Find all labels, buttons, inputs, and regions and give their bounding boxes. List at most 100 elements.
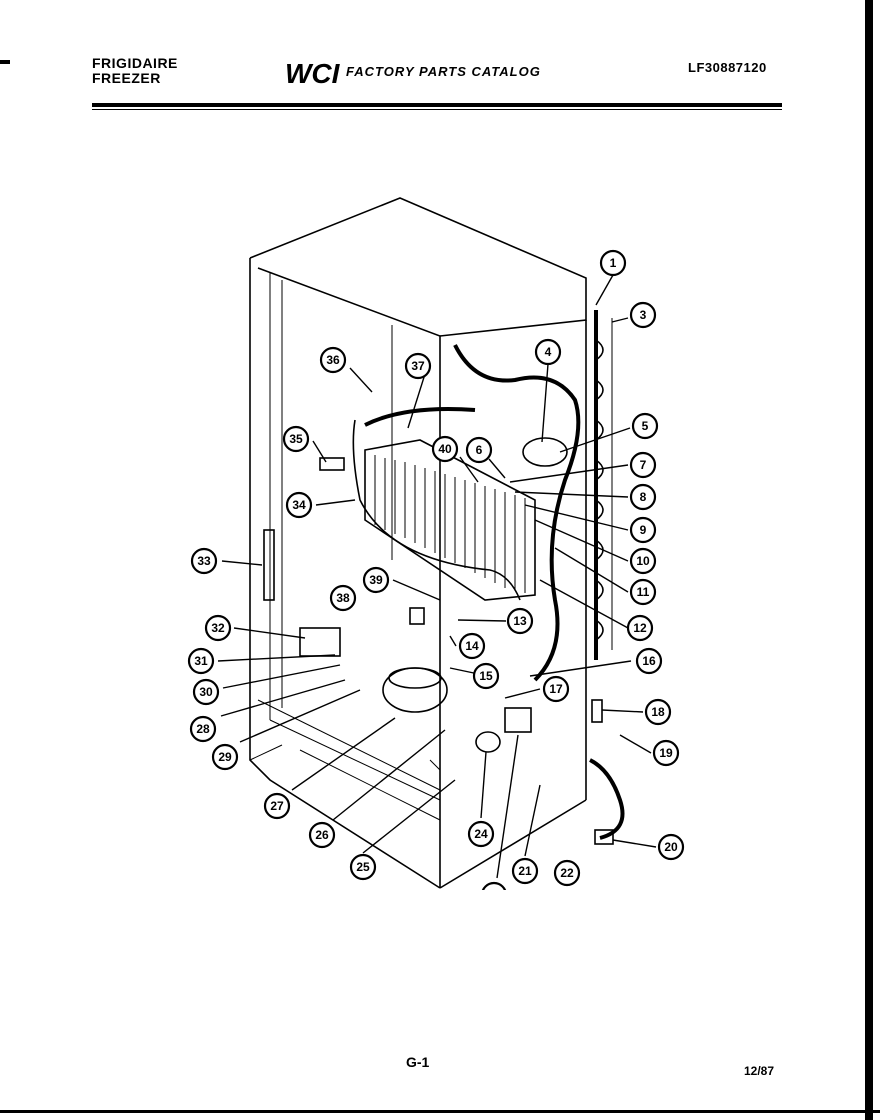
callout-32: 32 [204,614,232,642]
svg-text:26: 26 [315,828,329,842]
svg-text:19: 19 [659,746,673,760]
product-type: FREEZER [92,70,161,86]
defrost-timer [319,457,345,471]
callout-10: 10 [629,547,657,575]
callout-13: 13 [506,607,534,635]
callout-17: 17 [542,675,570,703]
door-hinge [263,529,275,601]
callout-33: 33 [190,547,218,575]
callout-38: 38 [329,584,357,612]
callout-31: 31 [187,647,215,675]
svg-text:30: 30 [199,685,213,699]
svg-text:9: 9 [640,523,647,537]
callout-4: 4 [534,338,562,366]
svg-text:13: 13 [513,614,527,628]
callout-8: 8 [629,483,657,511]
callout-6: 6 [465,436,493,464]
bracket [409,607,425,625]
svg-text:28: 28 [196,722,210,736]
svg-text:24: 24 [474,827,488,841]
svg-text:5: 5 [642,419,649,433]
callout-21: 21 [511,857,539,885]
header-rule-thin [92,109,782,110]
svg-text:38: 38 [336,591,350,605]
svg-text:31: 31 [194,654,208,668]
page-border-bottom [0,1110,880,1113]
callout-1: 1 [599,249,627,277]
callout-9: 9 [629,516,657,544]
callout-40: 40 [431,435,459,463]
catalog-date: 12/87 [744,1064,775,1078]
callout-7: 7 [629,451,657,479]
svg-text:36: 36 [326,353,340,367]
svg-text:17: 17 [549,682,563,696]
cabinet-outline [249,197,587,889]
svg-text:14: 14 [465,639,479,653]
svg-text:37: 37 [411,359,425,373]
svg-text:39: 39 [369,573,383,587]
brand-name: FRIGIDAIRE [92,55,178,71]
svg-text:27: 27 [270,799,284,813]
svg-text:1: 1 [610,256,617,270]
svg-text:23: 23 [487,888,501,890]
registration-mark [0,60,10,64]
compressor [382,667,448,713]
callout-12: 12 [626,614,654,642]
svg-text:10: 10 [636,554,650,568]
callout-23: 23 [481,881,507,890]
svg-text:29: 29 [218,750,232,764]
grommet [591,699,603,723]
svg-text:WCI: WCI [285,58,341,88]
svg-text:18: 18 [651,705,665,719]
svg-text:11: 11 [637,585,650,599]
callout-5: 5 [631,412,659,440]
svg-text:25: 25 [356,860,370,874]
svg-text:20: 20 [664,840,678,854]
svg-text:8: 8 [640,490,647,504]
relay-box [299,627,341,657]
svg-text:12: 12 [633,621,647,635]
model-number: LF30887120 [688,60,767,75]
callout-11: 11 [629,578,657,606]
callout-34: 34 [285,491,313,519]
svg-text:15: 15 [479,669,493,683]
catalog-title: FACTORY PARTS CATALOG [346,64,541,79]
svg-text:33: 33 [197,554,211,568]
evaporator-coil [364,439,536,601]
svg-text:22: 22 [560,866,574,880]
fan-motor [522,437,568,467]
svg-text:7: 7 [640,458,647,472]
drain-pan [475,731,501,753]
power-cord [589,758,625,840]
callout-22: 22 [553,859,581,887]
wci-logo: WCI [285,58,341,88]
plug [594,829,614,845]
callout-14: 14 [458,632,486,660]
callout-15: 15 [472,662,500,690]
callout-37: 37 [404,352,432,380]
svg-text:6: 6 [476,443,483,457]
svg-text:21: 21 [518,864,532,878]
exploded-parts-diagram: 1 3 4 5 6 7 8 9 10 11 12 13 14 15 16 17 … [187,197,685,890]
callout-20: 20 [657,833,685,861]
capillary-tube [364,407,476,427]
svg-text:3: 3 [640,308,647,322]
condenser-coil [594,310,613,660]
page-border-right [865,0,873,1120]
callout-39: 39 [362,566,390,594]
page-code: G-1 [406,1054,430,1070]
leader-lines [217,274,657,879]
brand-block: FRIGIDAIRE FREEZER [92,56,178,86]
callout-18: 18 [644,698,672,726]
callout-3: 3 [629,301,657,329]
callout-35: 35 [282,425,310,453]
overload-protector [504,707,532,733]
header-rule [92,103,782,107]
svg-text:32: 32 [211,621,225,635]
callout-16: 16 [635,647,663,675]
svg-text:35: 35 [289,432,303,446]
callout-19: 19 [652,739,680,767]
callout-24: 24 [467,820,495,848]
callout-28: 28 [189,715,217,743]
callout-26: 26 [308,821,336,849]
